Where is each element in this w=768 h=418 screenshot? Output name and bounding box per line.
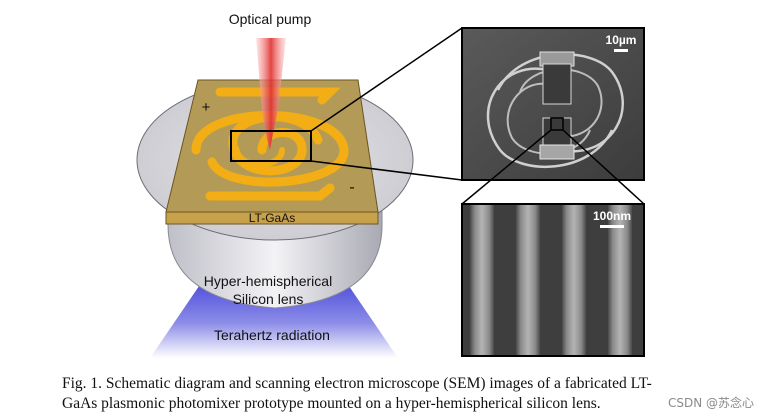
scale-label-top: 10µm [606,33,637,47]
zoom-box-gap [550,117,564,131]
caption-line-2: GaAs plasmonic photomixer prototype moun… [62,395,601,412]
lens-label-line2: Silicon lens [233,291,304,307]
radiation-label: Terahertz radiation [214,327,330,343]
pump-label: Optical pump [229,11,312,27]
scale-label-bottom: 100nm [593,209,631,223]
lens-label-line1: Hyper-hemispherical [204,273,332,289]
zoom-box-antenna [230,130,312,162]
sem-frame-top [461,27,645,181]
figure-caption: Fig. 1. Schematic diagram and scanning e… [62,374,722,414]
sem-image-gratings [462,204,644,356]
scale-bar-bottom [600,225,624,228]
sem-image-antenna [462,28,644,180]
plus-terminal: + [202,99,211,116]
substrate-top [165,79,379,213]
optical-pump-beam [256,38,286,150]
caption-line-1: Fig. 1. Schematic diagram and scanning e… [62,375,652,392]
substrate-label: LT-GaAs [249,211,295,225]
sem-frame-bottom [461,203,645,357]
minus-terminal: - [349,179,354,196]
scale-bar-top [614,49,628,52]
source-watermark: CSDN @苏念心 [667,396,754,410]
